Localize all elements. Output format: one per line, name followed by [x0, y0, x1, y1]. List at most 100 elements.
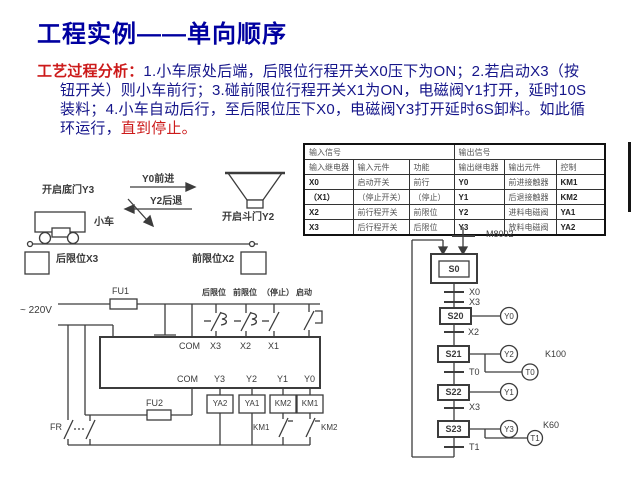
cell: 后退接触器 — [503, 189, 557, 205]
trans-t0-label: T0 — [469, 367, 480, 377]
fu1-label: FU1 — [112, 286, 130, 296]
wiring-diagram — [58, 298, 324, 446]
contact-x2-limit — [234, 304, 258, 337]
analysis-text-4: 环运行， — [60, 120, 121, 137]
t1-output-label: T1 — [530, 434, 540, 443]
col-header: 控制 — [555, 159, 606, 175]
ground-symbol — [154, 304, 176, 344]
cart-label: 小车 — [94, 217, 114, 228]
front-limit-input-label: 前限位 — [233, 288, 257, 297]
trans-x0-label: X0 — [469, 287, 481, 297]
cell: Y2 — [453, 204, 505, 220]
fr-contact — [63, 415, 96, 445]
analysis-line-3: 装料；4.小车自动后行，至后限位压下X0，电磁阀Y3打开延时6S卸料。如此循 — [60, 100, 585, 119]
y3-output-label: Y3 — [504, 425, 514, 434]
cell: X3 — [303, 219, 354, 236]
col-header: 功能 — [408, 159, 455, 175]
page-title: 工程实例——单向顺序 — [37, 21, 287, 48]
table-header-row: 输入继电器 输入元件 功能 输出继电器 输出元件 控制 — [303, 159, 606, 175]
cell: 进料电磁阀 — [503, 204, 557, 220]
s0-label: S0 — [448, 264, 460, 274]
contact-x3-limit — [204, 304, 228, 337]
backward-label: Y2后退 — [150, 196, 183, 207]
col-header: 输入继电器 — [303, 159, 354, 175]
rear-limit-label: 后限位X3 — [56, 254, 99, 265]
s23-label: S23 — [445, 424, 462, 434]
fr-label: FR — [50, 422, 62, 432]
t0-output-label: T0 — [525, 368, 535, 377]
trans-x3b-label: X3 — [469, 402, 481, 412]
cell: 前行 — [408, 174, 455, 190]
cell: 后行程开关 — [352, 219, 410, 236]
cart-wheel — [38, 231, 52, 245]
ya2-coil-label: YA2 — [212, 399, 228, 408]
km2-interlock-label: KM2 — [321, 423, 338, 432]
bottom-door-label: 开启底门Y3 — [42, 185, 95, 196]
fuse-fu2 — [146, 409, 172, 421]
cart-body — [34, 211, 86, 233]
plc-x2-label: X2 — [240, 341, 252, 351]
cell: 后限位 — [408, 219, 455, 236]
y1-output-label: Y1 — [504, 388, 514, 397]
cell: 放料电磁阀 — [503, 219, 557, 236]
k60-label: K60 — [543, 420, 560, 430]
table-row: X2 前行程开关 前限位 Y2 进料电磁阀 YA1 — [303, 204, 606, 220]
io-table: 输入信号 输出信号 输入继电器 输入元件 功能 输出继电器 输出元件 控制 X0… — [303, 143, 606, 236]
cell: 启动开关 — [352, 174, 410, 190]
plc-y3-label: Y3 — [214, 374, 226, 384]
cell: Y0 — [453, 174, 505, 190]
km1-interlock-label: KM1 — [253, 423, 270, 432]
contact-start-button — [303, 304, 323, 337]
m8002-label: M8002 — [486, 229, 514, 239]
km1-coil-label: KM1 — [301, 399, 319, 408]
cart-wheel — [66, 231, 80, 245]
cell: （X1） — [303, 189, 354, 205]
rear-stop-block — [24, 251, 50, 275]
cell: 前限位 — [408, 204, 455, 220]
s21-label: S21 — [445, 349, 462, 359]
cell: X0 — [303, 174, 354, 190]
cell: X2 — [303, 204, 354, 220]
cell: 前进接触器 — [503, 174, 557, 190]
plc-com-out-label: COM — [177, 374, 198, 384]
plc-x3-label: X3 — [210, 341, 222, 351]
plc-y2-label: Y2 — [246, 374, 258, 384]
cell: KM1 — [555, 174, 606, 190]
plc-com-in-label: COM — [179, 341, 200, 351]
cell: KM2 — [555, 189, 606, 205]
interlock-km2-contact — [305, 413, 320, 445]
y2-output-label: Y2 — [504, 350, 514, 359]
cart-door — [51, 227, 71, 238]
interlock-km1-contact — [278, 413, 293, 445]
col-header: 输出元件 — [503, 159, 557, 175]
plc-x1-label: X1 — [268, 341, 280, 351]
contact-x1-stop — [262, 304, 280, 337]
front-stop-block — [240, 251, 267, 275]
fuse-fu1 — [109, 298, 138, 310]
fu2-label: FU2 — [146, 398, 164, 408]
table-group-header-row: 输入信号 输出信号 — [303, 143, 606, 160]
supply-label: ~ 220V — [20, 305, 52, 316]
stop-input-label: （停止） — [262, 288, 294, 297]
analysis-label: 工艺过程分析： — [37, 63, 144, 80]
km2-coil-label: KM2 — [274, 399, 292, 408]
cell: Y1 — [453, 189, 505, 205]
analysis-line-1: 工艺过程分析：1.小车原处后端，后限位行程开关X0压下为ON；2.若启动X3（按 — [37, 62, 579, 81]
start-input-label: 启动 — [296, 288, 312, 297]
cell: YA2 — [555, 219, 606, 236]
analysis-text-1: 1.小车原处后端，后限位行程开关X0压下为ON；2.若启动X3（按 — [143, 63, 580, 80]
analysis-text-3: 装料；4.小车自动后行，至后限位压下X0，电磁阀Y3打开延时6S卸料。如此循 — [60, 101, 586, 118]
cell: YA1 — [555, 204, 606, 220]
group-header-input: 输入信号 — [303, 143, 455, 160]
trans-x3-label: X3 — [469, 297, 481, 307]
ya1-coil-label: YA1 — [244, 399, 260, 408]
analysis-line-2: 钮开关）则小车前行；3.碰前限位行程开关X1为ON，电磁阀Y1打开，延时10S — [60, 81, 586, 100]
forward-label: Y0前进 — [142, 174, 175, 185]
hopper-shape — [226, 172, 284, 201]
col-header: 输入元件 — [352, 159, 410, 175]
plc-y1-label: Y1 — [277, 374, 289, 384]
col-header: 输出继电器 — [453, 159, 505, 175]
analysis-text-4-red: 直到停止。 — [120, 120, 197, 137]
hopper-label: 开启斗门Y2 — [222, 212, 275, 223]
group-header-output: 输出信号 — [453, 143, 606, 160]
